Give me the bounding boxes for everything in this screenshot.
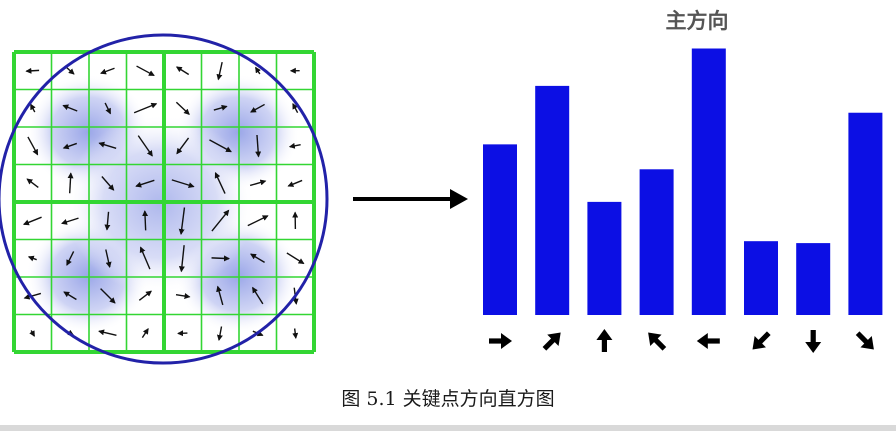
- up-right-arrow-icon: [542, 332, 561, 351]
- up-left-arrow-icon: [648, 332, 667, 351]
- figure-caption: 图 5.1 关键点方向直方图: [341, 388, 555, 410]
- gaussian-window-circle: [0, 33, 329, 365]
- orientation-histogram: [483, 48, 883, 316]
- down-arrow-icon: [805, 330, 822, 353]
- histogram-bar-5: [691, 48, 726, 315]
- histogram-bar-7: [796, 243, 831, 315]
- orientation-arrow-row: [489, 329, 874, 353]
- down-left-arrow-icon: [752, 331, 771, 350]
- transform-arrow: [353, 189, 468, 209]
- histogram-bar-3: [587, 201, 622, 315]
- down-right-arrow-icon: [855, 331, 874, 350]
- keypoint-descriptor-grid: [0, 33, 329, 365]
- histogram-bar-1: [483, 144, 517, 315]
- histogram-bar-2: [535, 85, 570, 316]
- gradient-arrows: [22, 61, 305, 341]
- right-arrow-icon: [489, 333, 512, 349]
- up-arrow-icon: [596, 329, 613, 352]
- histogram-bar-6: [744, 241, 778, 315]
- bottom-divider: [0, 425, 896, 431]
- histogram-bar-8: [848, 112, 883, 315]
- sample-grid-lines: [12, 50, 316, 354]
- histogram-bar-4: [639, 169, 674, 315]
- main-direction-label: 主方向: [666, 9, 729, 33]
- left-arrow-icon: [696, 333, 720, 349]
